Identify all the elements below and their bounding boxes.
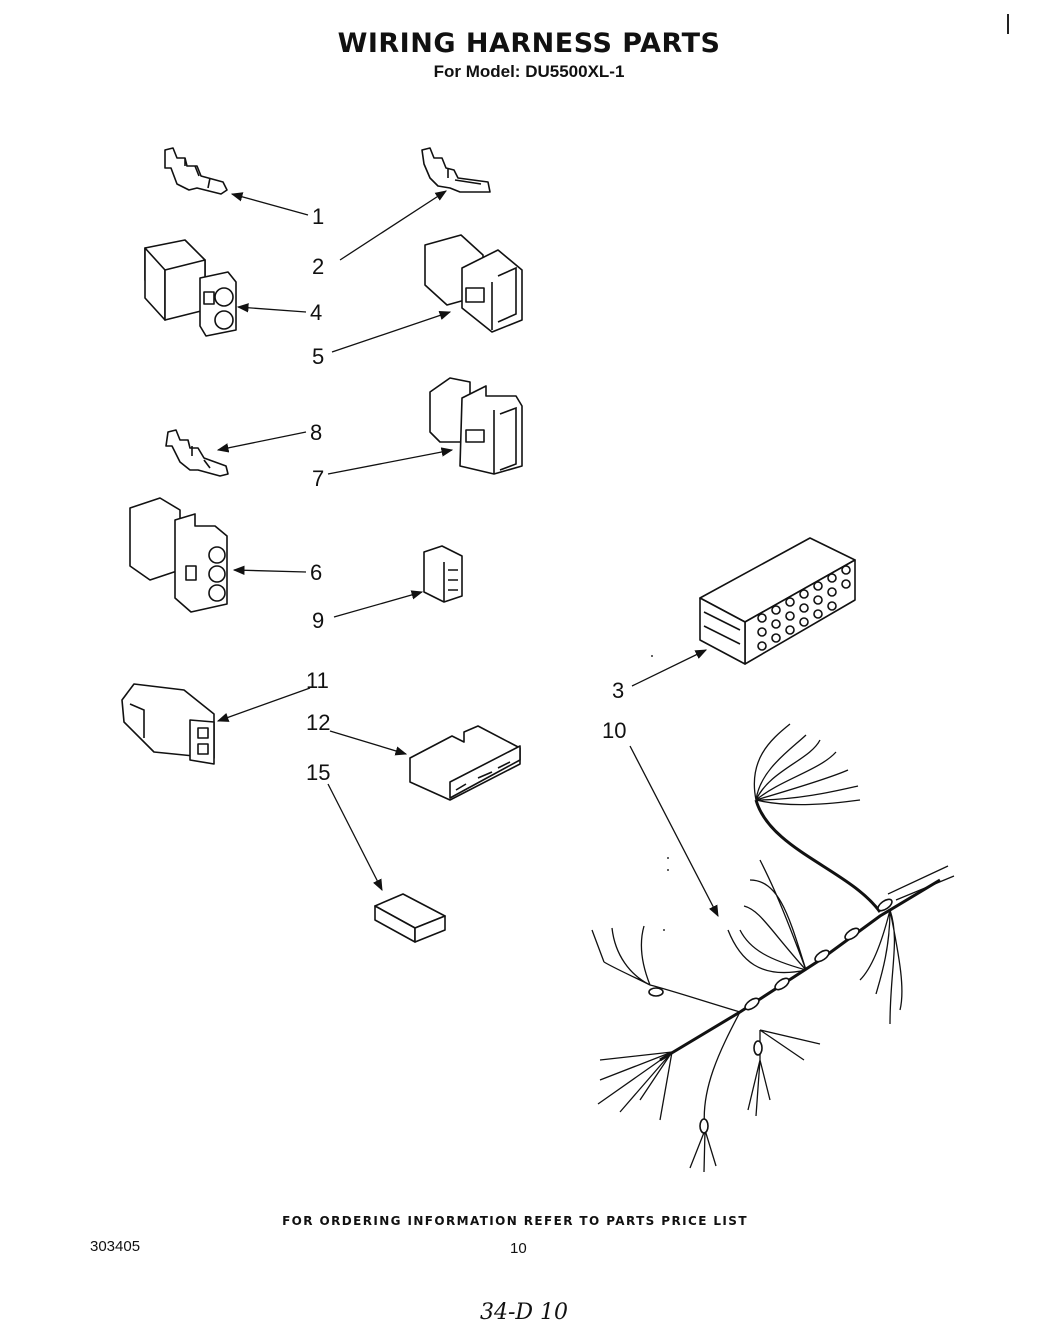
part-1-terminal — [164, 147, 228, 195]
leader-lines — [216, 190, 719, 918]
page-number: 10 — [510, 1240, 527, 1257]
callout-labels: 1 2 4 5 8 7 6 9 3 11 12 15 10 — [306, 204, 626, 785]
document-number: 303405 — [90, 1238, 141, 1255]
callout-15: 15 — [306, 760, 330, 785]
callout-1: 1 — [312, 204, 324, 229]
part-6-connector — [129, 497, 228, 613]
callout-3: 3 — [612, 678, 624, 703]
part-3-terminal-block — [699, 537, 856, 665]
part-15-block — [374, 893, 446, 943]
part-8-terminal — [165, 429, 229, 477]
part-2-terminal — [421, 147, 491, 193]
part-10-wiring-harness — [591, 723, 955, 1173]
model-subtitle: For Model: DU5500XL-1 — [433, 62, 625, 81]
callout-7: 7 — [312, 466, 324, 491]
scan-specks — [651, 655, 669, 931]
part-9-clip — [423, 545, 463, 603]
part-4-connector — [144, 239, 237, 337]
part-7-housing — [429, 377, 523, 475]
callout-12: 12 — [306, 710, 330, 735]
callout-10: 10 — [602, 718, 626, 743]
part-12-rail-connector — [409, 725, 521, 801]
callout-5: 5 — [312, 344, 324, 369]
corner-mark — [1007, 14, 1009, 34]
callout-2: 2 — [312, 254, 324, 279]
callout-4: 4 — [310, 300, 322, 325]
part-3-cavities — [757, 565, 851, 651]
callout-8: 8 — [310, 420, 322, 445]
ordering-note: FOR ORDERING INFORMATION REFER TO PARTS … — [282, 1214, 748, 1228]
handwritten-note: 34-D 10 — [480, 1300, 569, 1325]
part-11-connector — [121, 683, 215, 765]
page-title: WIRING HARNESS PARTS — [337, 28, 721, 59]
harness-splices — [648, 898, 893, 1134]
callout-6: 6 — [310, 560, 322, 585]
part-5-housing — [424, 234, 523, 333]
callout-9: 9 — [312, 608, 324, 633]
callout-11: 11 — [306, 668, 329, 693]
